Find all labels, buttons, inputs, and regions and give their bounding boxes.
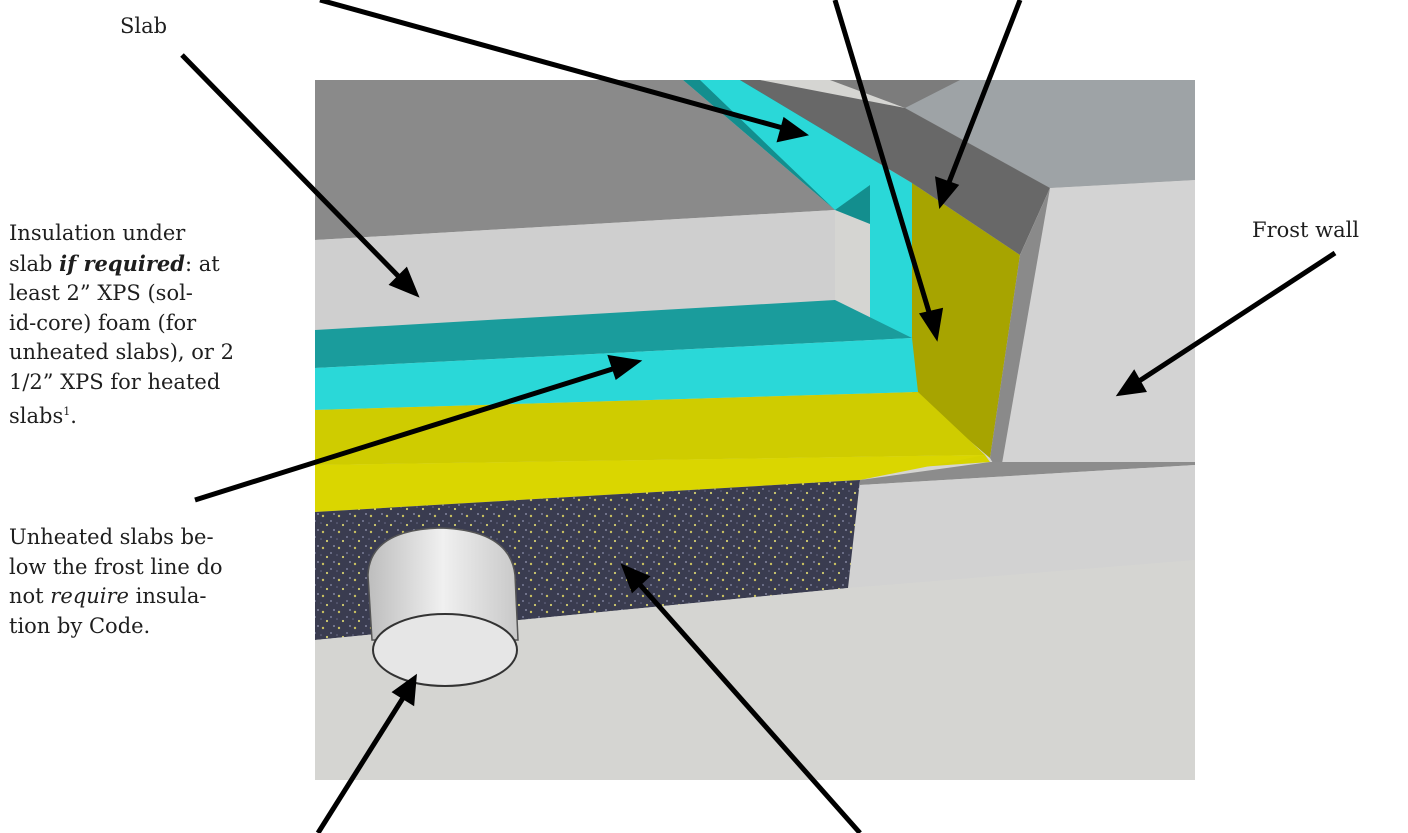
frost-wall-side xyxy=(990,188,1050,475)
frost-wall-label-text: Frost wall xyxy=(1252,218,1360,242)
insulation-line: unheated slabs), or 2 xyxy=(9,340,235,364)
footing-top xyxy=(860,462,1195,485)
insulation-line: slab if required: at xyxy=(9,250,220,276)
frost-wall-label: Frost wall xyxy=(1252,216,1359,246)
drain-pipe xyxy=(367,527,519,687)
arrow-slab xyxy=(180,53,420,298)
arrow-foam-vertical xyxy=(319,0,810,143)
unheated-line: Unheated slabs be- xyxy=(9,525,214,549)
footnote-marker: 1 xyxy=(63,405,71,418)
arrows xyxy=(180,0,1337,833)
insulation-line: slabs1. xyxy=(9,404,77,428)
frost-wall-face xyxy=(1000,180,1195,475)
arrow-gravel xyxy=(620,563,862,833)
unheated-line: tion by Code. xyxy=(9,613,151,638)
footing-face xyxy=(848,465,1195,588)
barrier-horizontal-front xyxy=(315,455,985,512)
wall-interior xyxy=(740,80,1050,255)
insulation-line: least 2” XPS (sol- xyxy=(9,281,193,305)
ground-face xyxy=(315,560,1195,780)
arrow-barrier-vertical-a xyxy=(832,0,944,342)
slab-top xyxy=(315,80,835,240)
slab-label: Slab xyxy=(120,12,167,42)
arrow-barrier-vertical-b xyxy=(934,0,1023,210)
unheated-note: Unheated slabs be- low the frost line do… xyxy=(9,523,223,641)
foam-vertical xyxy=(700,80,918,340)
arrow-insulation xyxy=(194,354,643,503)
insulation-note: Insulation under slab if required: at le… xyxy=(9,219,234,432)
insulation-line: Insulation under xyxy=(9,221,186,245)
slab-face xyxy=(315,210,835,330)
scene xyxy=(315,80,1195,780)
slab-label-text: Slab xyxy=(120,14,168,38)
unheated-line: low the frost line do xyxy=(9,554,223,579)
foam-horizontal-top xyxy=(315,300,912,368)
arrow-frost-wall xyxy=(1115,250,1337,397)
insulation-line: 1/2” XPS for heated xyxy=(9,369,221,394)
insulation-line: id-core) foam (for xyxy=(9,310,197,335)
arrow-drain xyxy=(315,673,417,833)
barrier-vertical xyxy=(912,183,1020,458)
unheated-line: not require insula- xyxy=(9,584,207,608)
